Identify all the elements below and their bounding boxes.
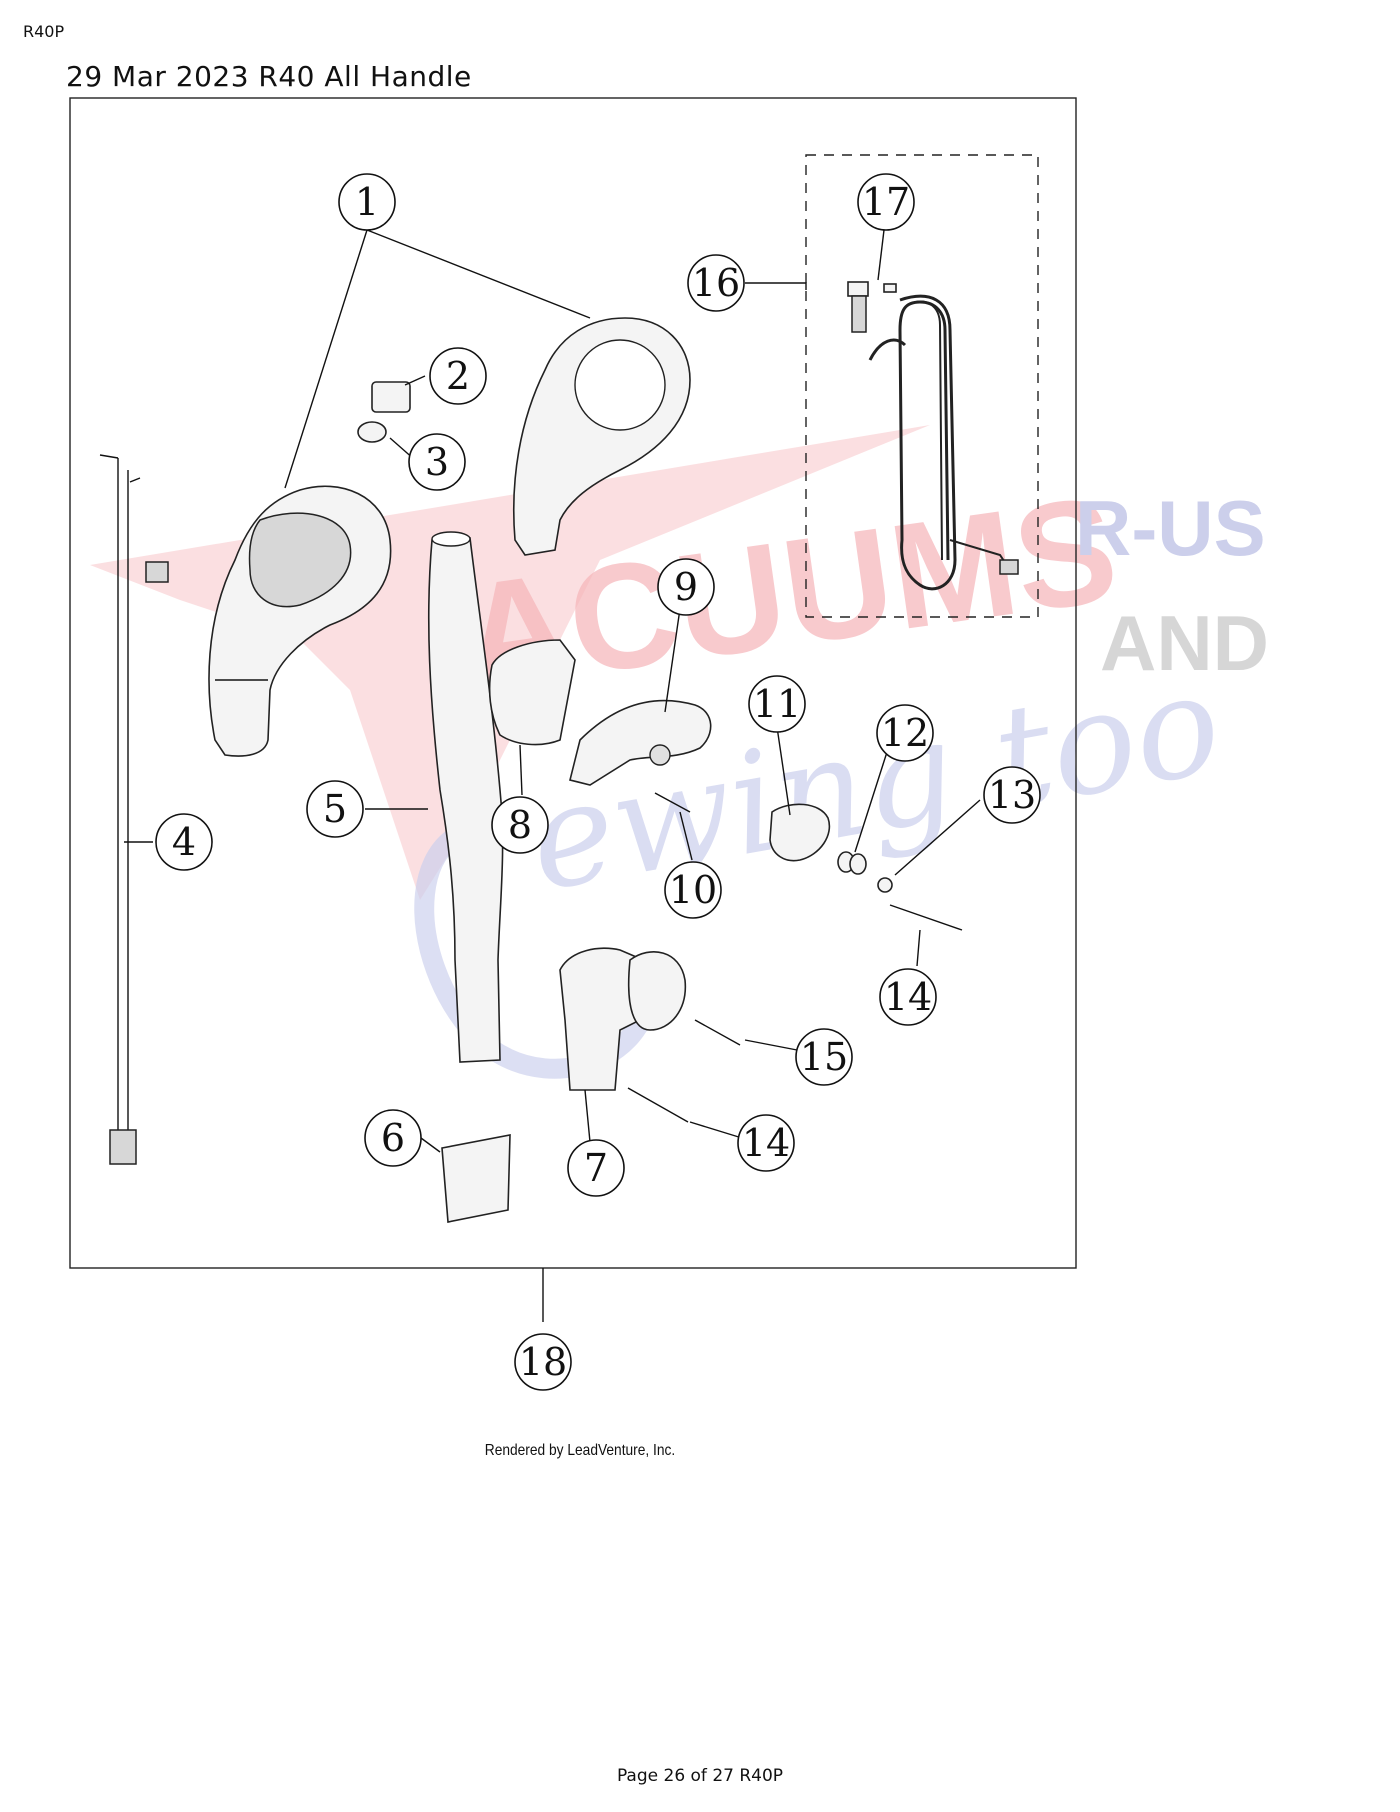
svg-text:7: 7	[584, 1146, 608, 1190]
callout-5: 5	[306, 780, 364, 838]
svg-text:13: 13	[988, 773, 1036, 817]
svg-text:8: 8	[508, 803, 532, 847]
part-2-switch	[371, 381, 411, 413]
svg-text:4: 4	[172, 820, 196, 864]
document-code: R40P	[23, 22, 65, 41]
callout-14-lower: 14	[737, 1114, 795, 1172]
callout-4: 4	[155, 813, 213, 871]
part-12-orings	[837, 851, 867, 875]
render-credit: Rendered by LeadVenture, Inc.	[484, 1442, 676, 1459]
svg-text:10: 10	[669, 868, 717, 912]
cord-kit-box	[805, 154, 1039, 618]
part-17-cord-clip	[847, 281, 897, 333]
callout-9: 9	[657, 558, 715, 616]
part-4-wire-harness	[99, 454, 169, 1165]
callout-12: 12	[876, 704, 934, 762]
part-7-grip-base	[559, 947, 687, 1091]
callout-7: 7	[567, 1139, 625, 1197]
callout-10: 10	[664, 861, 722, 919]
callout-2: 2	[429, 347, 487, 405]
part-15-screw	[694, 1019, 741, 1046]
svg-text:16: 16	[692, 261, 740, 305]
part-9-lever	[569, 699, 712, 786]
svg-text:3: 3	[425, 440, 449, 484]
svg-text:18: 18	[519, 1340, 567, 1384]
svg-text:9: 9	[674, 565, 698, 609]
part-8-bracket	[488, 639, 576, 746]
svg-text:14: 14	[742, 1121, 790, 1165]
callout-13: 13	[983, 766, 1041, 824]
part-14-screw-lower	[627, 1087, 689, 1123]
callout-17: 17	[857, 173, 915, 231]
watermark-brand-b: R-US	[1075, 484, 1266, 572]
part-11-knob	[769, 803, 831, 862]
callout-6: 6	[364, 1109, 422, 1167]
svg-text:1: 1	[355, 180, 379, 224]
callout-11: 11	[748, 675, 806, 733]
part-16-power-cord	[868, 294, 1019, 591]
page-title: 29 Mar 2023 R40 All Handle	[66, 60, 472, 93]
callout-1: 1	[338, 173, 396, 231]
callout-15: 15	[795, 1028, 853, 1086]
callout-8: 8	[491, 796, 549, 854]
svg-text:15: 15	[800, 1035, 848, 1079]
part-3-ring	[357, 421, 387, 443]
part-6-clip	[441, 1134, 511, 1223]
svg-text:2: 2	[446, 354, 470, 398]
svg-text:11: 11	[753, 682, 801, 726]
part-14-screw-upper	[889, 904, 963, 931]
svg-text:14: 14	[884, 975, 932, 1019]
diagram-frame	[69, 97, 1077, 1269]
watermark-brand-c: AND	[1100, 599, 1269, 687]
callout-18: 18	[514, 1333, 572, 1391]
svg-text:12: 12	[881, 711, 929, 755]
part-1-handle-right	[512, 317, 691, 556]
callout-16: 16	[687, 254, 745, 312]
svg-text:17: 17	[862, 180, 910, 224]
part-10-screw	[654, 792, 691, 813]
page-footer: Page 26 of 27 R40P	[616, 1766, 784, 1786]
part-1-handle-left	[208, 485, 392, 757]
svg-text:6: 6	[381, 1116, 405, 1160]
svg-text:5: 5	[323, 787, 347, 831]
part-13-washer	[877, 877, 893, 893]
callout-3: 3	[408, 433, 466, 491]
callout-14-upper: 14	[879, 968, 937, 1026]
